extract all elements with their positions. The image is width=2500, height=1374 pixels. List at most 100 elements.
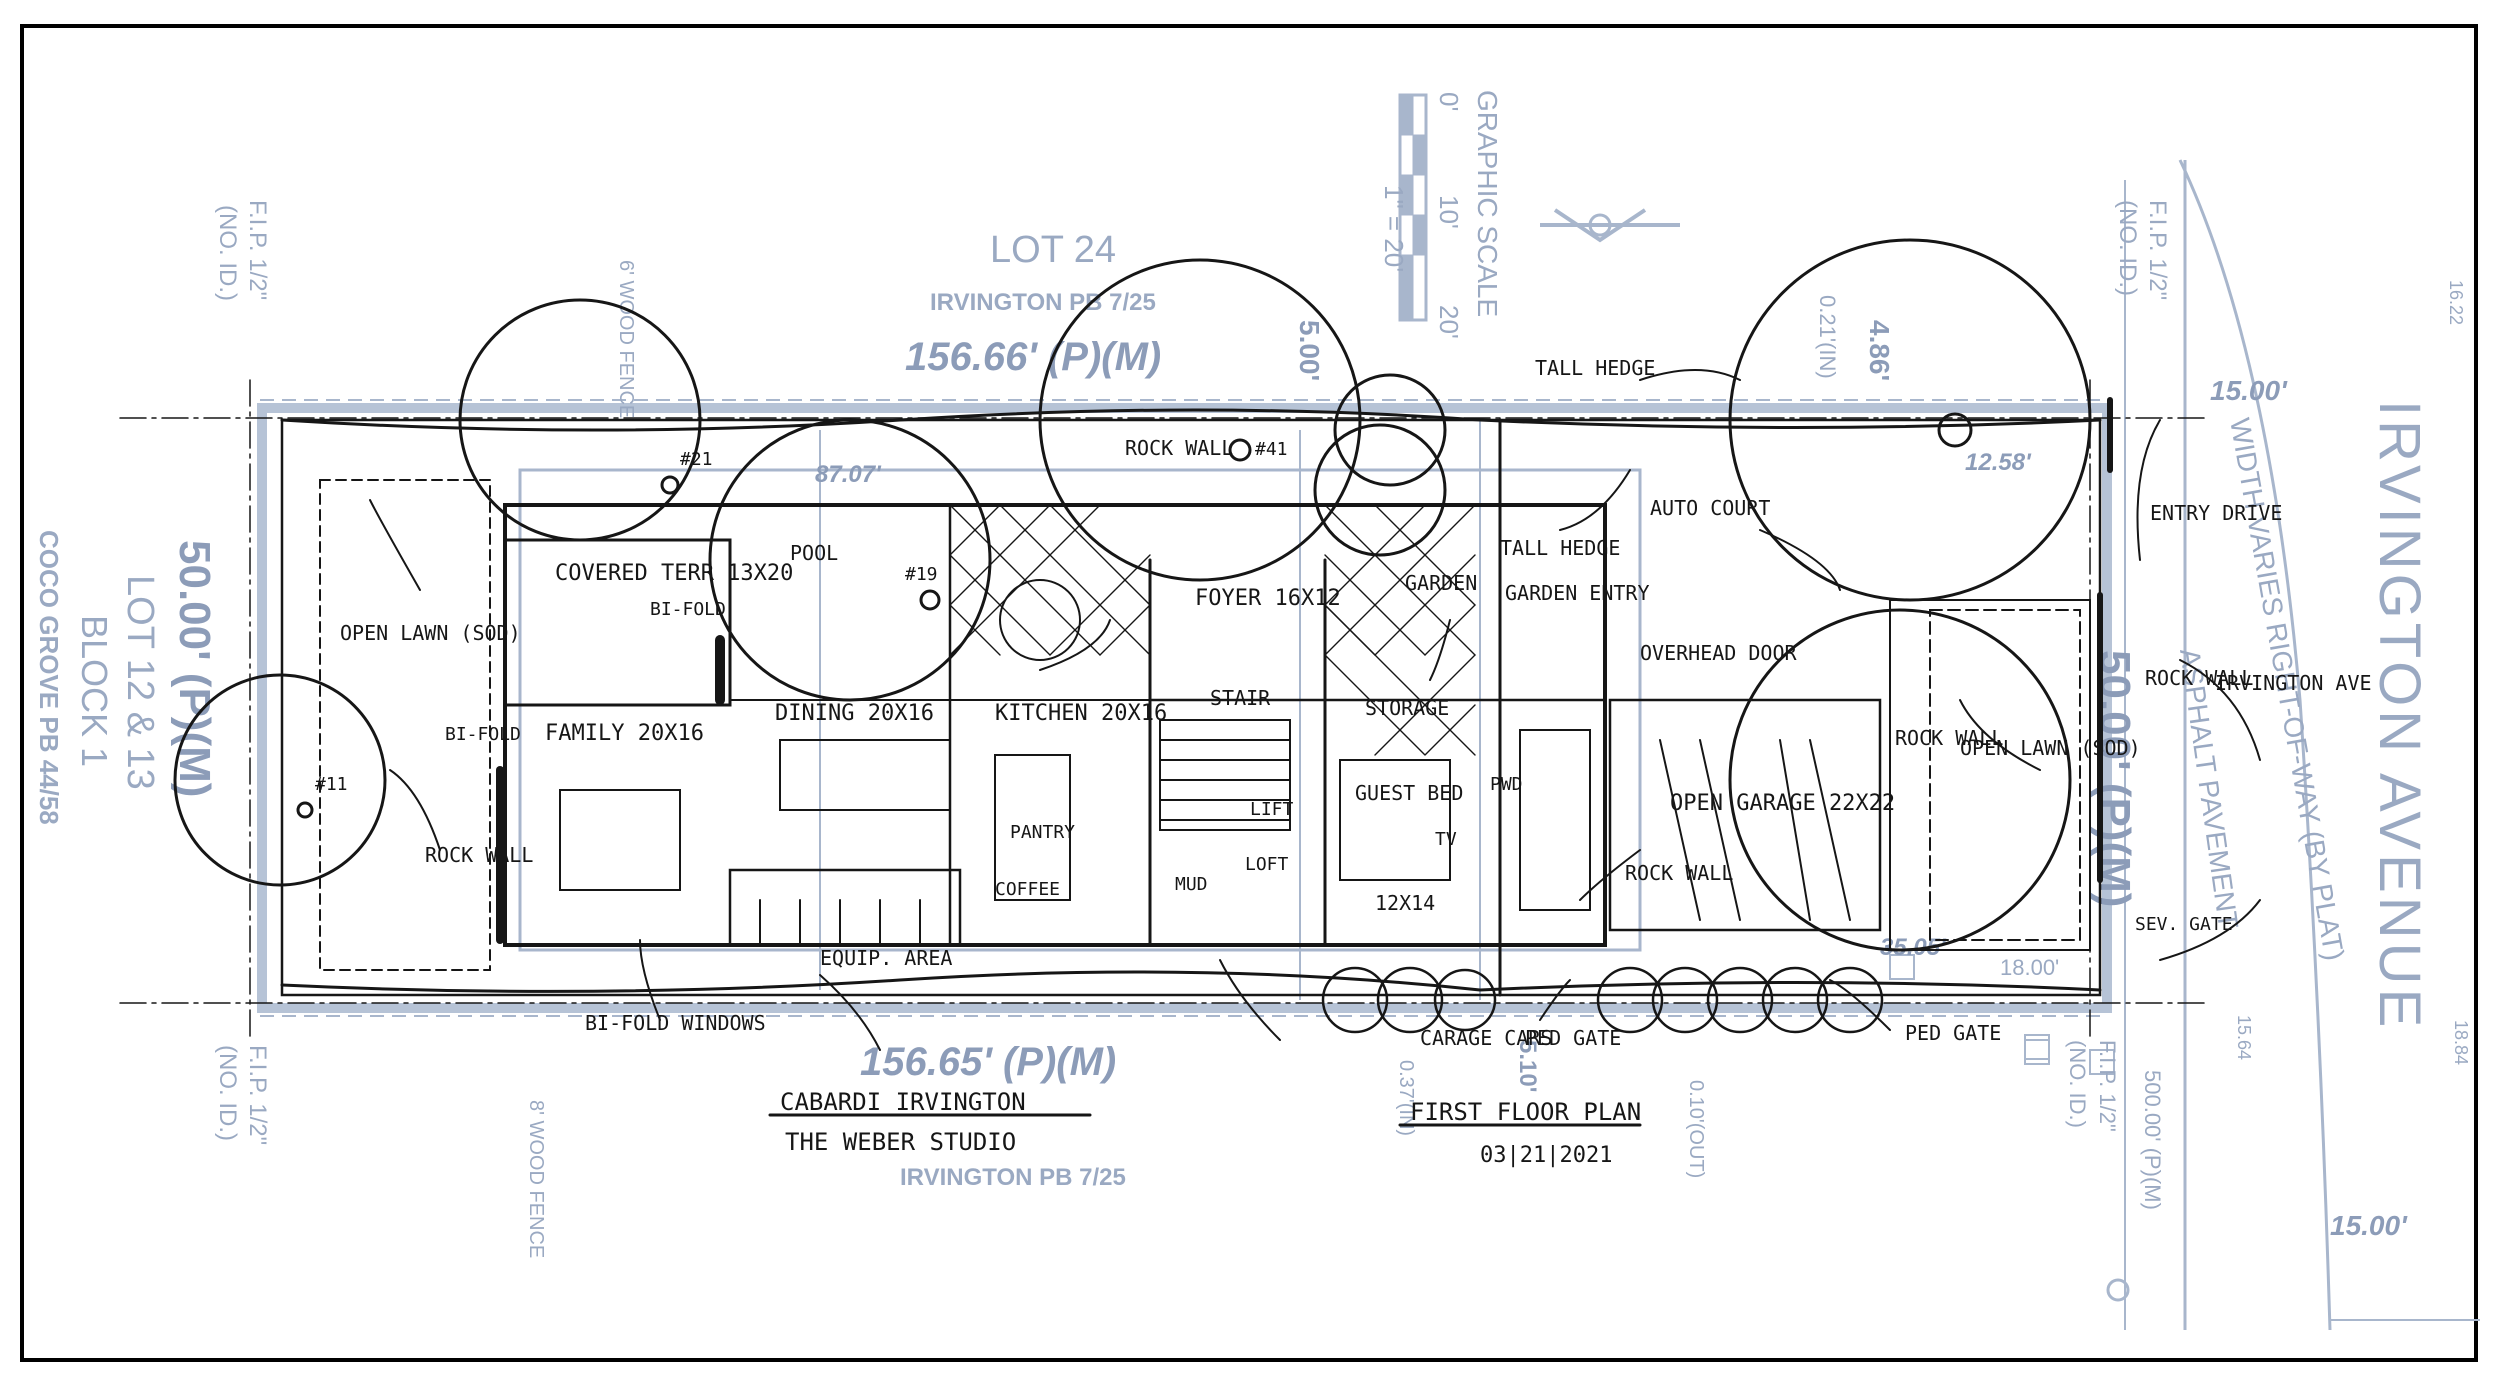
survey-marker <box>2106 1278 2130 1302</box>
covered-terrace <box>503 538 732 707</box>
sheet-title: FIRST FLOOR PLAN <box>1410 1098 1641 1126</box>
kitchen-island <box>994 754 1071 901</box>
label-open-lawn-west: OPEN LAWN (SOD) <box>340 621 521 645</box>
label-loft: LOFT <box>1245 854 1289 875</box>
label-foyer: FOYER 16X12 <box>1195 586 1341 611</box>
label-auto-court: AUTO COURT <box>1650 496 1770 520</box>
survey-pb-south: IRVINGTON PB 7/25 <box>900 1164 1126 1191</box>
label-rock-wall-2: ROCK WALL <box>1125 436 1233 460</box>
survey-dim-500: 500.00' (P)(M) <box>2140 1070 2165 1210</box>
tree-trunk <box>296 801 314 819</box>
label-bifold-windows: BI-FOLD WINDOWS <box>585 1011 766 1035</box>
label-dining: DINING 20X16 <box>775 701 934 726</box>
survey-layer <box>257 93 2480 1331</box>
label-lift: LIFT <box>1250 799 1294 820</box>
survey-dim-1800: 18.00' <box>2000 955 2059 980</box>
open-lawn-east <box>1929 609 2081 941</box>
utility-box <box>2089 1049 2115 1075</box>
label-bifold-2: BI-FOLD <box>445 724 521 745</box>
survey-scale-ratio: 1" = 20' <box>1379 185 1409 272</box>
label-open-lawn-east: OPEN LAWN (SOD) <box>1960 736 2141 760</box>
label-pantry: PANTRY <box>1010 822 1075 843</box>
dining-round-table <box>999 579 1081 661</box>
survey-fence-6: 6' WOOD FENCE <box>615 260 637 418</box>
sheet-frame <box>20 24 2478 1362</box>
label-pool: POOL <box>790 541 838 565</box>
label-sev-gate: SEV. GATE <box>2135 914 2233 935</box>
dining-table <box>779 739 951 811</box>
label-garden-entry: GARDEN ENTRY <box>1505 581 1650 605</box>
property-boundary <box>257 403 2112 1013</box>
survey-dim-021: 0.21'(IN) <box>1815 295 1840 379</box>
survey-building <box>518 468 1642 952</box>
utility-box <box>1889 954 1915 980</box>
label-plus-11: #11 <box>315 774 348 795</box>
bifold-windows <box>728 868 962 947</box>
label-overhead-door: OVERHEAD DOOR <box>1640 641 1797 665</box>
label-stair: STAIR <box>1210 686 1271 710</box>
survey-fip-se: F.I.P. 1/2" <box>2095 1040 2120 1132</box>
label-plus-21: #21 <box>680 449 713 470</box>
label-ped-gate-1: PED GATE <box>1525 1026 1621 1050</box>
label-tv: TV <box>1435 829 1457 850</box>
survey-dim-north: 156.66' (P)(M) <box>905 335 1161 379</box>
guest-bed <box>1339 759 1451 881</box>
survey-dim-500b: 5.00' <box>1294 320 1325 381</box>
survey-dim-1258: 12.58' <box>1965 449 2032 476</box>
label-equip-area: EQUIP. AREA <box>820 946 952 970</box>
family-sofa <box>559 789 681 891</box>
utility-box <box>2024 1039 2050 1065</box>
survey-pb-north: IRVINGTON PB 7/25 <box>930 289 1156 316</box>
tree-trunk <box>1228 438 1252 462</box>
label-covered-terr: COVERED TERR 13X20 <box>555 561 793 586</box>
tree-trunk <box>660 475 680 495</box>
survey-dim-510: 5.10' <box>1514 1040 1541 1092</box>
label-twelve: 12X14 <box>1375 891 1435 915</box>
scale-bar-seg <box>1412 134 1427 176</box>
label-garden: GARDEN <box>1405 571 1477 595</box>
survey-dim-1564: 15.64 <box>2234 1015 2254 1060</box>
survey-street-name: IRVINGTON AVENUE <box>2367 400 2432 1031</box>
survey-dim-010: 0.10'(OUT) <box>1685 1080 1707 1178</box>
scale-bar-seg <box>1399 174 1414 216</box>
label-rock-wall-4: ROCK WALL <box>1895 726 2003 750</box>
survey-scale-10: 10' <box>1434 195 1464 229</box>
survey-fip-sw: F.I.P. 1/2" <box>244 1045 271 1145</box>
survey-dim-486: 4.86' <box>1864 320 1895 381</box>
sheet-date: 03|21|2021 <box>1480 1143 1612 1168</box>
stair <box>1159 719 1291 831</box>
entry-drive <box>1889 599 2091 951</box>
survey-lot-west: LOT 12 & 13 <box>119 575 161 790</box>
label-family: FAMILY 20X16 <box>545 721 704 746</box>
sketch-labels: COVERED TERR 13X20 POOL OPEN LAWN (SOD) … <box>315 356 2372 1168</box>
survey-lot-north: LOT 24 <box>990 229 1116 271</box>
trees <box>173 238 2092 952</box>
title-studio: THE WEBER STUDIO <box>785 1128 1016 1156</box>
survey-dim-1622: 16.22 <box>2446 280 2466 325</box>
label-irvington-ave: IRVINGTON AVE <box>2215 671 2372 695</box>
shrub-row <box>1321 966 1884 1034</box>
label-ped-gate-2: PED GATE <box>1905 1021 2001 1045</box>
tree-trunk <box>1937 412 1973 448</box>
label-plus-41: #41 <box>1255 439 1288 460</box>
tree-canopy <box>173 673 387 887</box>
label-carage-cars: CARAGE CARS <box>1420 1026 1552 1050</box>
title-project: CABARDI IRVINGTON <box>780 1088 1026 1116</box>
survey-fip-ne-id: (NO. ID.) <box>2114 200 2141 296</box>
survey-block-west: BLOCK 1 <box>74 615 115 767</box>
survey-fip-ne: F.I.P. 1/2" <box>2144 200 2171 300</box>
survey-fip-nw: F.I.P. 1/2" <box>244 200 271 300</box>
garage-mark <box>1779 739 1811 921</box>
label-kitchen: KITCHEN 20X16 <box>995 701 1167 726</box>
tree-canopy <box>1333 373 1447 487</box>
label-entry-drive: ENTRY DRIVE <box>2150 501 2282 525</box>
survey-fip-nw-id: (NO. ID.) <box>214 205 241 301</box>
north-arrow-icon <box>1588 213 1612 237</box>
hedge-south <box>280 970 2102 993</box>
tree-canopy <box>1728 238 2092 602</box>
survey-dim-037: 0.37'(IN) <box>1395 1060 1417 1136</box>
label-storage: STORAGE <box>1365 696 1449 720</box>
street-edge <box>2178 159 2332 1331</box>
label-mud: MUD <box>1175 874 1208 895</box>
label-guest-bed: GUEST BED <box>1355 781 1463 805</box>
